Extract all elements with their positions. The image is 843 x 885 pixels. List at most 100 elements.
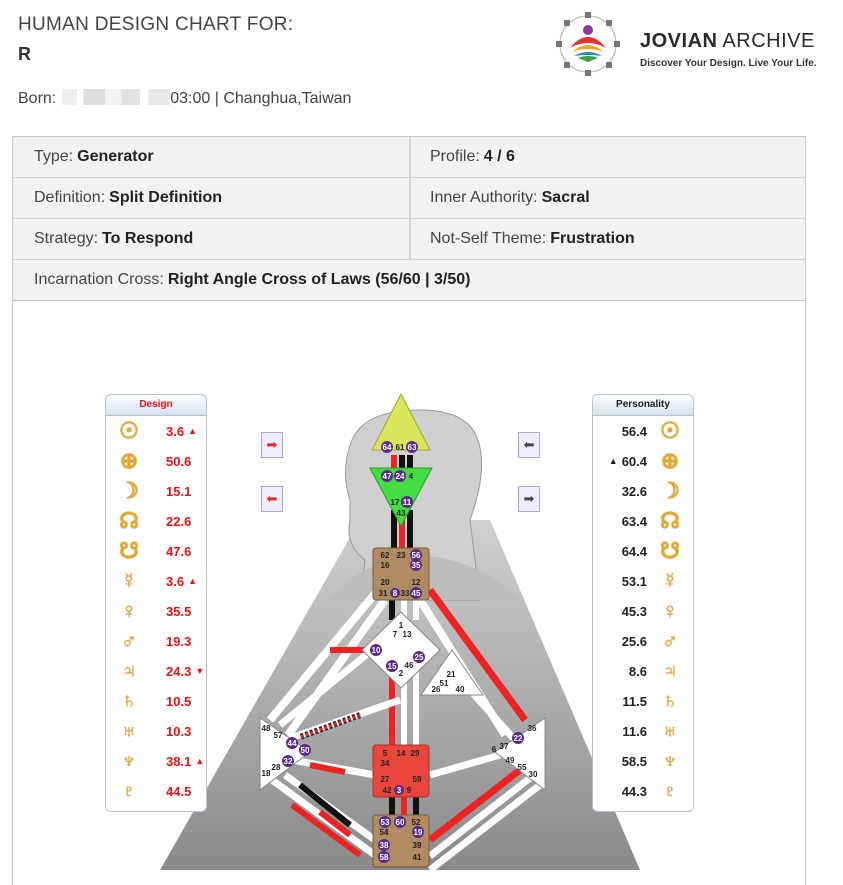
gate: 63	[408, 443, 417, 452]
gate: 55	[518, 763, 527, 772]
planet-row: 56.4☉	[593, 416, 693, 446]
gate: 20	[381, 578, 390, 587]
gate: 22	[514, 734, 523, 743]
planet-value: 44.3	[621, 783, 647, 799]
gate: 57	[274, 731, 283, 740]
planet-value: 50.6	[166, 453, 192, 469]
gate: 56	[412, 551, 421, 560]
planet-value: 10.5	[166, 693, 192, 709]
gate: 60	[396, 818, 405, 827]
strategy-cell: Strategy:To Respond	[34, 230, 194, 247]
gate: 11	[403, 498, 412, 507]
type-cell: Type:Generator	[34, 148, 154, 165]
gate: 31	[379, 589, 388, 598]
planet-glyph-icon: ♄	[661, 688, 679, 713]
planet-glyph-icon: ♃	[120, 658, 138, 683]
gate: 25	[415, 653, 424, 662]
gate: 64	[383, 443, 392, 452]
profile-cell: Profile:4 / 6	[409, 137, 805, 177]
gate: 29	[411, 749, 420, 758]
planet-marker: ▲	[188, 576, 197, 586]
planet-row: 11.6♅	[593, 716, 693, 746]
planet-value: 3.6	[166, 573, 185, 589]
gate: 5	[383, 749, 388, 758]
gate: 6	[492, 745, 497, 754]
ajna-center	[369, 467, 433, 528]
gate: 47	[383, 472, 392, 481]
gate: 41	[413, 853, 422, 862]
info-row: Strategy:To Respond Not-Self Theme:Frust…	[13, 219, 805, 260]
chart-person-name: R	[18, 44, 31, 64]
cross-cell: Incarnation Cross:Right Angle Cross of L…	[34, 271, 471, 288]
planet-row: ♀35.5	[106, 596, 206, 626]
planet-row: ♄10.5	[106, 686, 206, 716]
arrow-left-icon[interactable]: ⬅	[518, 432, 540, 458]
planet-row: ☋47.6	[106, 536, 206, 566]
planet-value: 45.3	[621, 603, 647, 619]
gate: 58	[380, 853, 389, 862]
planet-glyph-icon: ☿	[661, 568, 679, 593]
planet-row: ♆38.1▲	[106, 746, 206, 776]
arrow-right-icon[interactable]: ➡	[261, 432, 283, 458]
gate: 39	[413, 841, 422, 850]
design-panel-title: Design	[106, 395, 206, 416]
gate: 48	[262, 724, 271, 733]
authority-cell: Inner Authority:Sacral	[409, 178, 805, 218]
design-list: ☉3.6▲⊕50.6☽15.1☊22.6☋47.6☿3.6▲♀35.5♂19.3…	[106, 416, 206, 806]
gate: 33	[401, 589, 410, 598]
bodygraph: 64 61 63 47 24 4 17 11 43 62 23 56 16 35…	[160, 392, 640, 873]
planet-glyph-icon: ☉	[660, 418, 680, 443]
planet-value: 53.1	[621, 573, 647, 589]
planet-value: 24.3	[166, 663, 192, 679]
gate: 18	[262, 769, 271, 778]
birth-info: Born: 03:00 | Changhua,Taiwan	[18, 89, 351, 108]
planet-row: 64.4☋	[593, 536, 693, 566]
arrow-right-icon[interactable]: ➡	[518, 486, 540, 512]
info-row: Definition:Split Definition Inner Author…	[13, 178, 805, 219]
gate: 12	[412, 578, 421, 587]
planet-marker: ▲	[195, 756, 205, 766]
planet-glyph-icon: ☽	[119, 478, 139, 503]
gate: 45	[412, 589, 421, 598]
planet-glyph-icon: ☋	[660, 538, 680, 563]
planet-value: 10.3	[166, 723, 192, 739]
chart-title: HUMAN DESIGN CHART FOR:	[18, 14, 294, 35]
planet-row: 63.4☊	[593, 506, 693, 536]
planet-value: 32.6	[621, 483, 647, 499]
planet-glyph-icon: ♀	[661, 598, 679, 623]
planet-row: ♅10.3	[106, 716, 206, 746]
born-time-place: 03:00 | Changhua,Taiwan	[170, 90, 352, 107]
planet-glyph-icon: ♆	[120, 748, 138, 773]
planet-row: 25.6♂	[593, 626, 693, 656]
planet-row: 11.5♄	[593, 686, 693, 716]
gate: 32	[284, 757, 293, 766]
gate: 14	[397, 749, 406, 758]
gate: 59	[413, 775, 422, 784]
planet-row: 53.1 ☿	[593, 566, 693, 596]
brand-name: JOVIAN ARCHIVE	[640, 30, 815, 52]
gate: 37	[500, 742, 509, 751]
planet-row: ♂19.3	[106, 626, 206, 656]
planet-row: ☽ 15.1	[106, 476, 206, 506]
gate: 27	[381, 775, 390, 784]
planet-glyph-icon: ⊕	[660, 448, 680, 473]
gate: 44	[288, 739, 297, 748]
planet-value: 47.6	[166, 543, 192, 559]
born-label: Born:	[18, 90, 57, 107]
head-center	[371, 392, 431, 451]
planet-marker: ▼	[195, 666, 205, 676]
planet-value: 15.1	[166, 483, 192, 499]
gate: 53	[381, 818, 390, 827]
planet-glyph-icon: ♇	[661, 778, 679, 803]
redacted-birthdate	[62, 89, 171, 105]
planet-row: ♃ 24.3▼	[106, 656, 206, 686]
gate: 8	[393, 589, 398, 598]
spleen-center	[259, 717, 311, 792]
personality-list: 56.4☉▲60.4⊕32.6☽63.4☊64.4☋53.1☿45.3♀25.6…	[593, 416, 693, 806]
heart-center	[420, 649, 484, 696]
planet-glyph-icon: ☉	[119, 418, 139, 443]
brand-tagline: Discover Your Design. Live Your Life.	[640, 58, 817, 69]
gate: 46	[405, 661, 414, 670]
planet-value: 22.6	[166, 513, 192, 529]
arrow-left-icon[interactable]: ⬅	[261, 486, 283, 512]
